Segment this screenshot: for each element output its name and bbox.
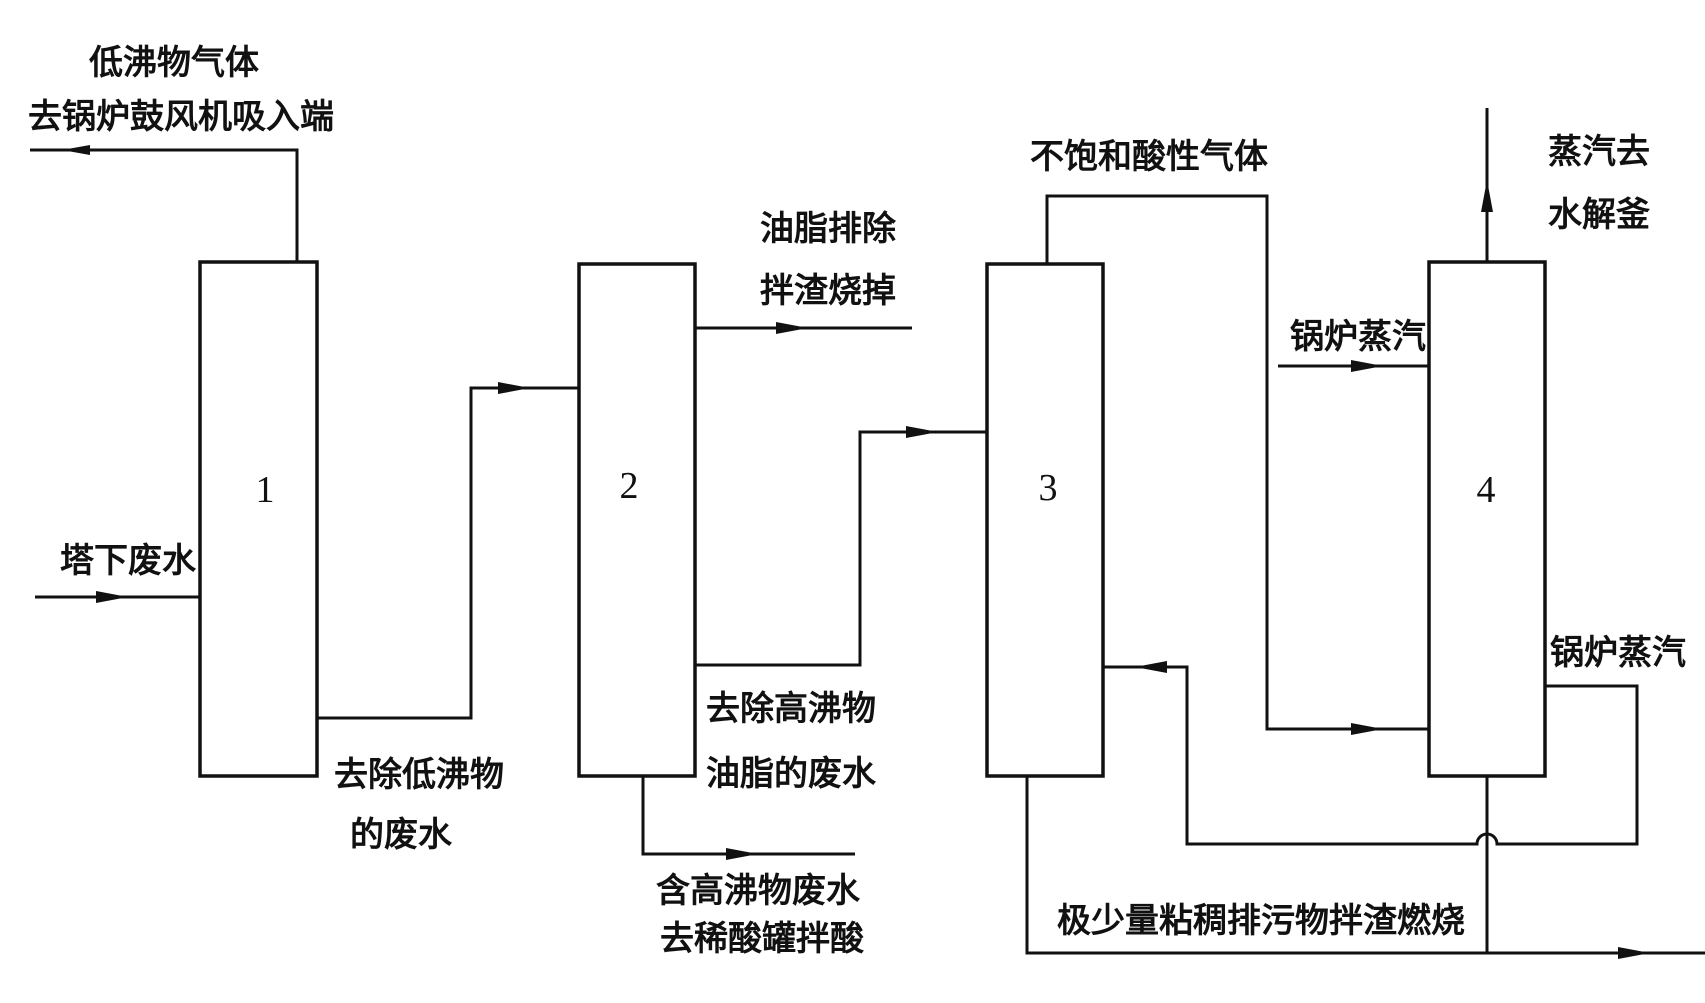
arrow-right-icon — [726, 848, 758, 860]
arrow-right-icon — [1618, 947, 1650, 959]
boiler-steam-top-label: 锅炉蒸汽 — [1290, 317, 1426, 357]
column-1-number: 1 — [256, 469, 275, 511]
acid-gas-label: 不饱和酸性气体 — [1030, 137, 1268, 177]
arrow-left-icon — [1135, 661, 1167, 673]
high-boil-wastewater-line — [641, 776, 855, 856]
low-boil-gas-label: 低沸物气体 — [89, 43, 259, 83]
recycle-line — [1103, 665, 1639, 846]
column-3-number: 3 — [1039, 467, 1058, 509]
column-2[interactable] — [577, 262, 697, 778]
low-boil-gas-destination-label: 去锅炉鼓风机吸入端 — [28, 97, 334, 137]
arrow-up-icon — [1481, 180, 1493, 212]
oil-discharge-label: 油脂排除 — [760, 209, 897, 249]
column-4-number: 4 — [1477, 469, 1496, 511]
column2-to-column3-line — [695, 430, 987, 667]
arrow-right-icon — [1351, 360, 1383, 372]
feed-wastewater-label: 塔下废水 — [60, 541, 197, 581]
column-2-number: 2 — [620, 465, 639, 507]
boiler-steam-bottom-label: 锅炉蒸汽 — [1550, 633, 1686, 673]
after-column2-label: 去除高沸物 — [706, 689, 876, 729]
arrow-right-icon — [906, 426, 938, 438]
high-boil-wastewater-label: 含高沸物废水 — [656, 871, 861, 911]
column-4[interactable] — [1427, 260, 1547, 778]
acid-gas-line — [1045, 194, 1429, 731]
steam-out-label: 蒸汽去 — [1548, 132, 1650, 172]
arrow-right-icon — [96, 591, 128, 603]
sludge-label: 极少量粘稠排污物拌渣燃烧 — [1057, 901, 1465, 941]
after-column2-label-2: 油脂的废水 — [706, 754, 877, 794]
column1-to-column2-line — [317, 386, 579, 720]
high-boil-wastewater-label-2: 去稀酸罐拌酸 — [660, 919, 865, 959]
after-column1-label: 去除低沸物 — [334, 755, 504, 795]
steam-out-label-2: 水解釜 — [1548, 195, 1650, 235]
oil-discharge-label-2: 拌渣烧掉 — [760, 271, 896, 311]
arrow-right-icon — [1351, 723, 1383, 735]
arrow-right-icon — [498, 382, 530, 394]
sludge-line — [1025, 776, 1705, 955]
arrow-left-icon — [62, 145, 90, 155]
column-3[interactable] — [985, 262, 1105, 778]
arrow-right-icon — [776, 322, 808, 334]
low-boil-gas-line — [30, 148, 299, 262]
column-1[interactable] — [198, 260, 319, 778]
after-column1-label-2: 的废水 — [350, 815, 453, 855]
